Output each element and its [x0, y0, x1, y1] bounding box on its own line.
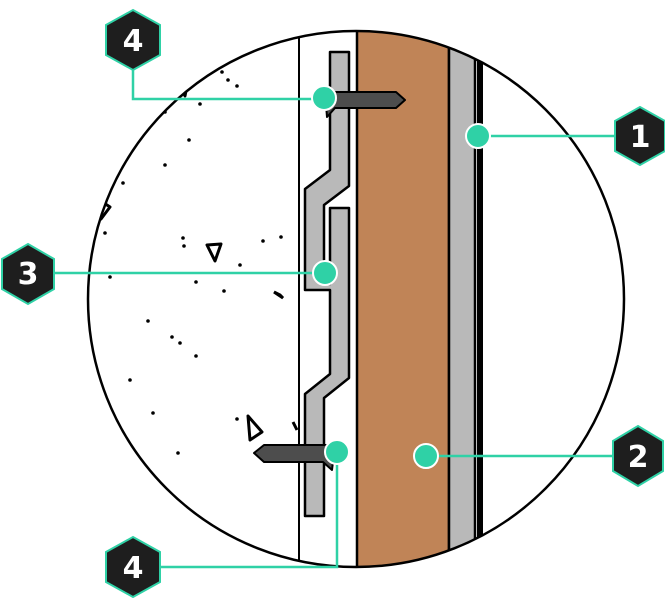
brick-layer — [355, 31, 451, 567]
badge-3: 3 — [0, 242, 55, 306]
hexagon-badge-icon — [0, 242, 55, 306]
leader-dot-icon — [311, 85, 337, 111]
hexagon-badge-icon — [105, 8, 161, 72]
badge-1-label: 1 — [630, 120, 651, 155]
badge-4-top: 4 — [105, 8, 161, 72]
badge-2: 2 — [612, 424, 664, 488]
leader-dots — [311, 85, 491, 469]
detail-circle-content — [88, 31, 483, 567]
leader-line-4-bottom — [133, 453, 339, 569]
leader-dot-icon — [413, 443, 439, 469]
outer-gray-panel — [447, 31, 477, 567]
badge-4-top-label: 4 — [123, 24, 144, 59]
aggregate-sliver — [273, 290, 285, 300]
outer-black-line — [477, 31, 483, 567]
badge-2-label: 2 — [628, 440, 649, 475]
badge-4-bottom: 4 — [105, 535, 161, 598]
leader-dot-icon — [465, 123, 491, 149]
badge-3-label: 3 — [18, 257, 39, 292]
leader-dot-icon — [324, 439, 350, 465]
anchor-top — [324, 91, 406, 118]
concrete-layer — [88, 31, 300, 567]
leader-line-4-top — [131, 70, 325, 101]
hexagon-badge-icon — [612, 424, 664, 488]
aggregate-sliver-2 — [291, 421, 299, 431]
badge-1: 1 — [614, 105, 665, 167]
anchor-bottom — [253, 444, 336, 471]
hexagon-badge-icon — [614, 105, 665, 167]
leader-dot-icon — [312, 260, 338, 286]
hexagon-badge-icon — [105, 535, 161, 598]
badge-4-bottom-label: 4 — [123, 551, 144, 586]
detail-circle-outline — [86, 29, 626, 569]
